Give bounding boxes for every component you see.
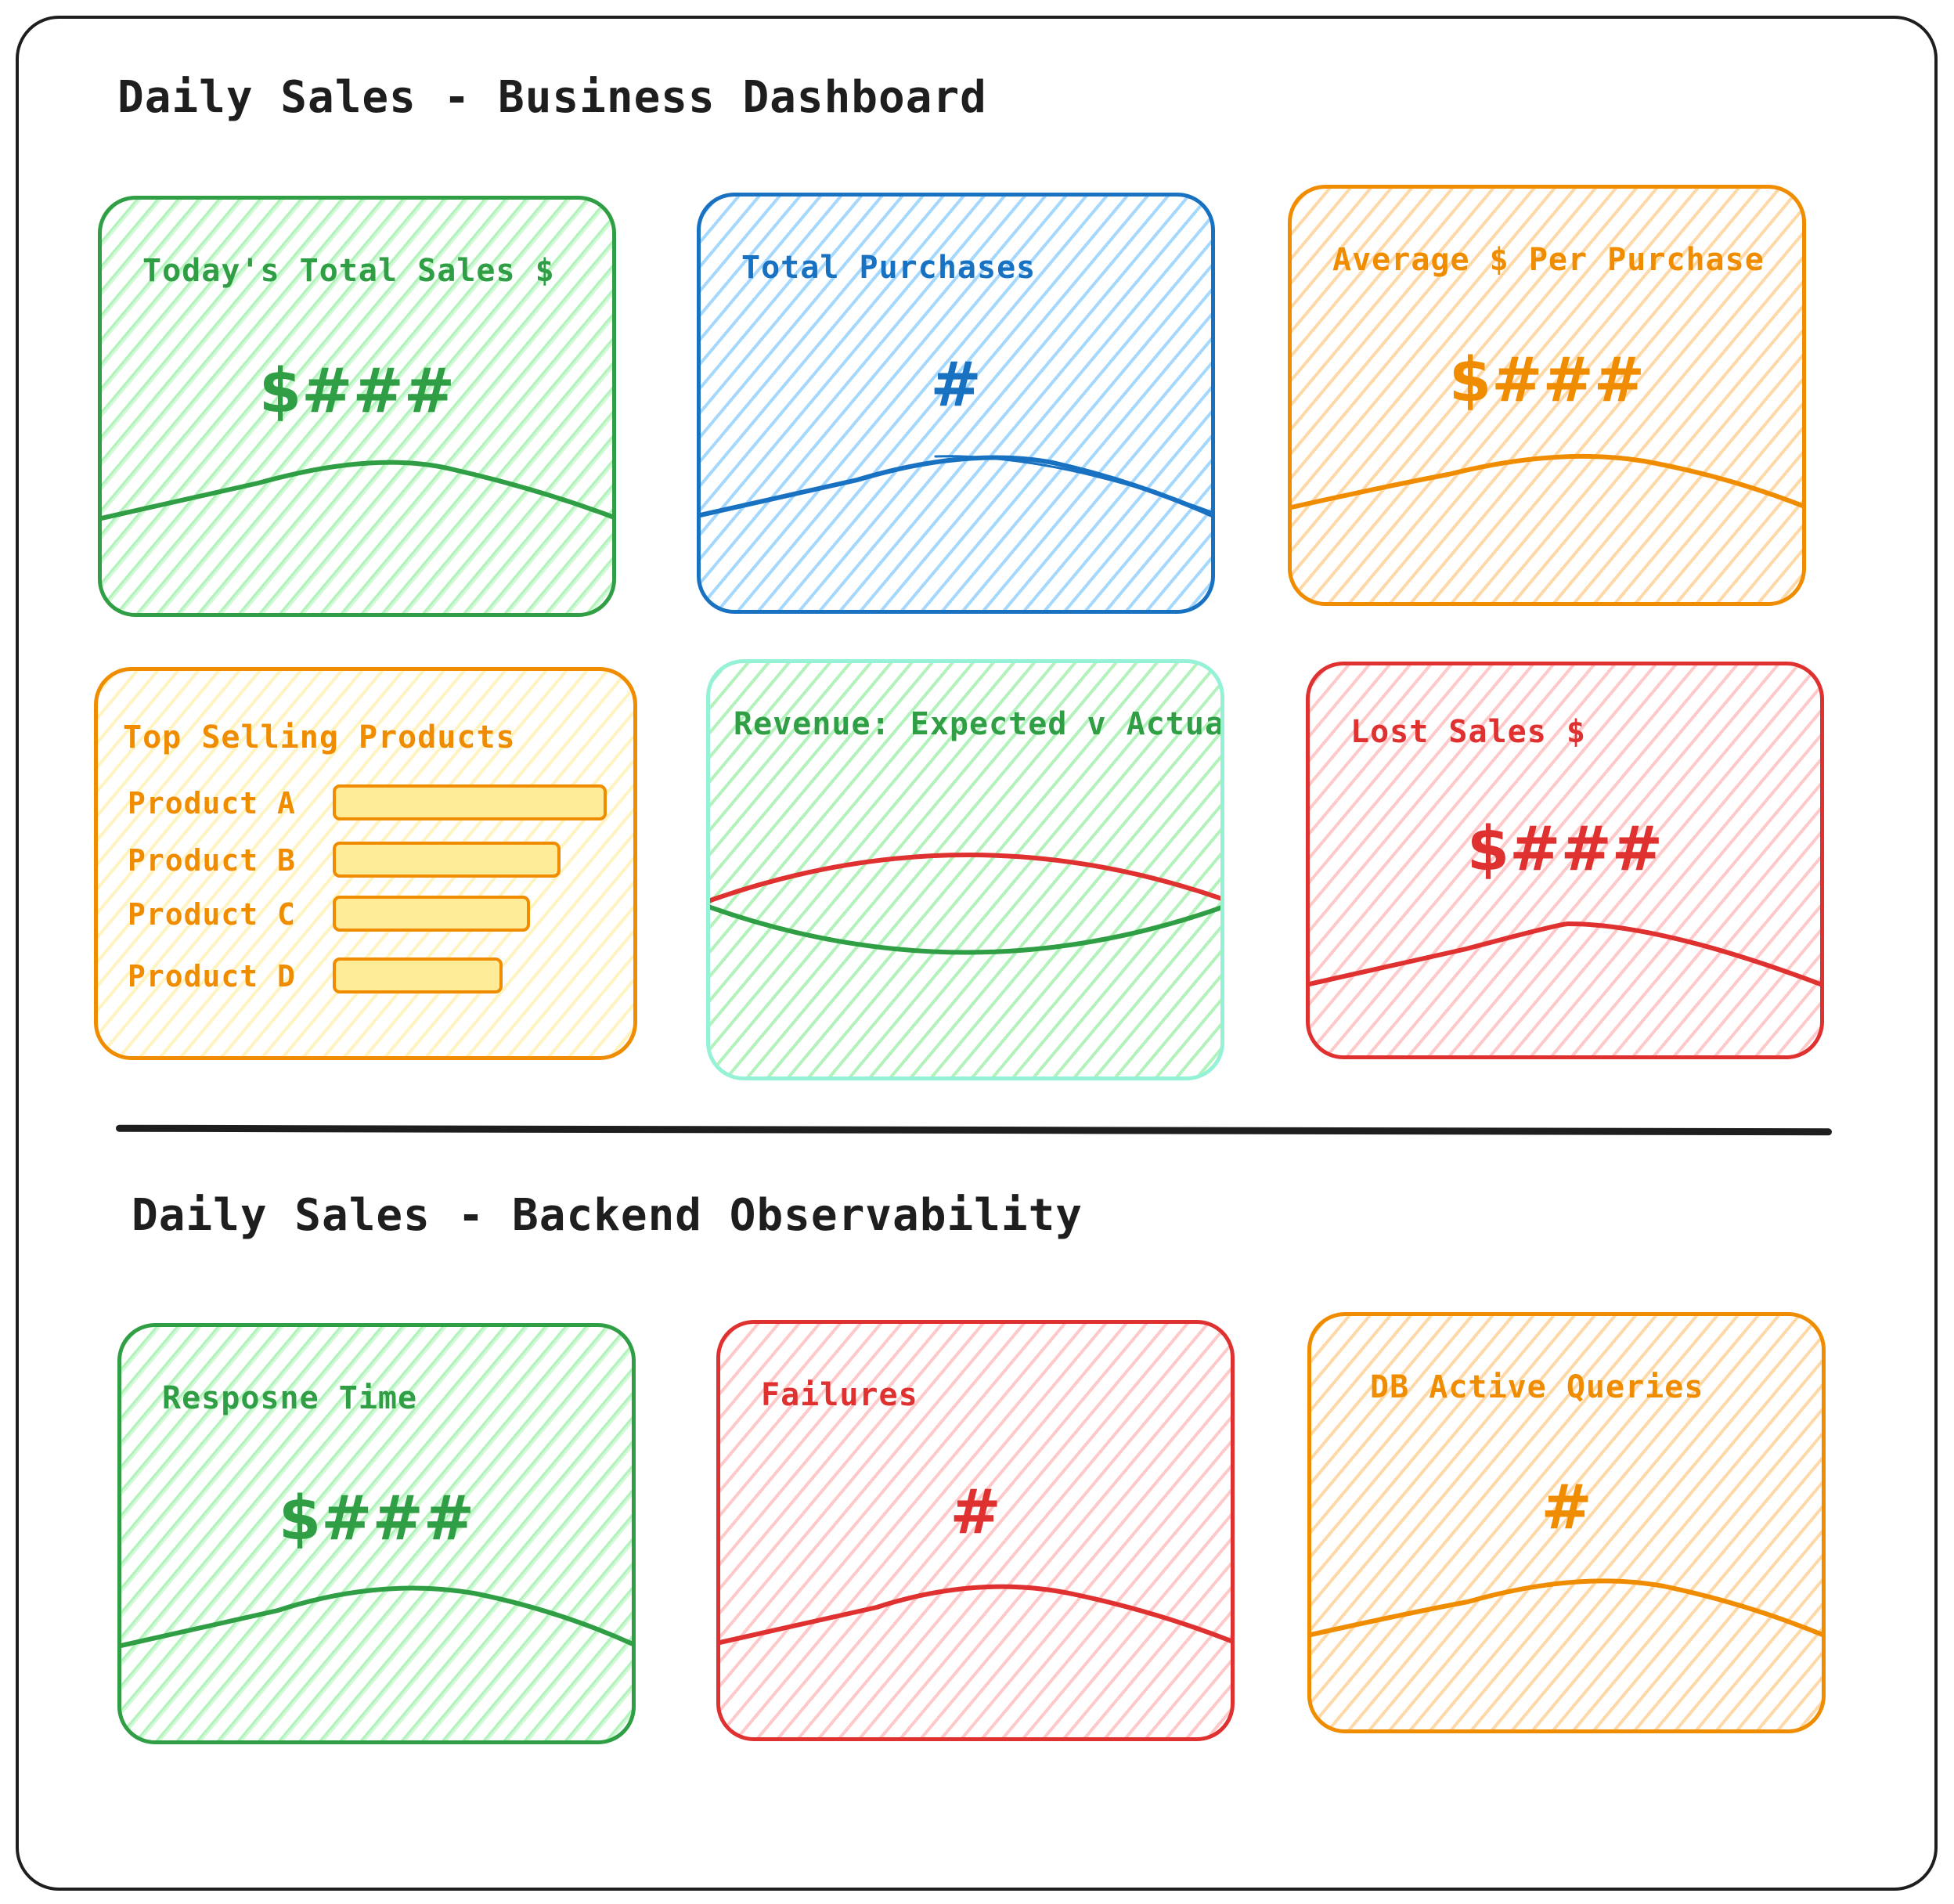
lost-sales-value: $### xyxy=(1466,814,1664,885)
response-time-sparkline xyxy=(121,1585,632,1648)
revenue-chart xyxy=(710,853,1220,955)
revenue-expected-line xyxy=(710,853,1220,903)
avg-per-purchase-label: Average $ Per Purchase xyxy=(1332,242,1765,278)
business-section-title: Daily Sales - Business Dashboard xyxy=(117,72,987,123)
db-queries-label: DB Active Queries xyxy=(1370,1369,1704,1405)
avg-per-purchase-card[interactable]: Average $ Per Purchase $### xyxy=(1288,185,1806,606)
product-row: Product D xyxy=(98,957,633,1004)
response-time-value: $### xyxy=(278,1484,475,1554)
product-label: Product A xyxy=(128,786,296,820)
total-purchases-sparkline xyxy=(701,455,1211,517)
total-sales-card[interactable]: Today's Total Sales $ $### xyxy=(98,196,616,617)
total-purchases-label: Total Purchases xyxy=(741,250,1036,286)
revenue-label: Revenue: Expected v Actual xyxy=(734,706,1224,742)
product-bar xyxy=(333,896,530,932)
db-queries-card[interactable]: DB Active Queries # xyxy=(1307,1312,1826,1733)
failures-sparkline xyxy=(720,1584,1231,1645)
product-row: Product B xyxy=(98,842,633,889)
response-time-card[interactable]: Resposne Time $### xyxy=(117,1323,636,1744)
total-sales-value: $### xyxy=(258,356,456,427)
avg-per-purchase-sparkline xyxy=(1292,453,1802,510)
lost-sales-label: Lost Sales $ xyxy=(1350,714,1586,750)
product-label: Product C xyxy=(128,897,296,932)
revenue-card[interactable]: Revenue: Expected v Actual xyxy=(706,659,1224,1080)
lost-sales-sparkline xyxy=(1310,921,1820,987)
revenue-actual-line xyxy=(710,904,1220,955)
failures-label: Failures xyxy=(761,1377,918,1413)
dashboard-frame xyxy=(16,16,1938,1891)
product-label: Product D xyxy=(128,959,296,993)
lost-sales-card[interactable]: Lost Sales $ $### xyxy=(1306,662,1824,1059)
product-row: Product C xyxy=(98,896,633,943)
db-queries-value: # xyxy=(1541,1473,1592,1543)
product-bar xyxy=(333,784,607,820)
product-bar xyxy=(333,842,561,878)
total-sales-sparkline xyxy=(102,460,612,521)
response-time-label: Resposne Time xyxy=(162,1380,418,1416)
product-row: Product A xyxy=(98,784,633,831)
top-products-card[interactable]: Top Selling Products Product A Product B P… xyxy=(94,667,637,1060)
failures-value: # xyxy=(950,1477,1001,1548)
total-purchases-card[interactable]: Total Purchases # xyxy=(697,193,1215,614)
total-purchases-value: # xyxy=(930,350,982,420)
db-queries-sparkline xyxy=(1311,1578,1822,1637)
avg-per-purchase-value: $### xyxy=(1448,345,1646,416)
failures-card[interactable]: Failures # xyxy=(716,1320,1235,1741)
top-products-label: Top Selling Products xyxy=(123,719,516,755)
product-bar xyxy=(333,957,503,993)
backend-section-title: Daily Sales - Backend Observability xyxy=(132,1190,1083,1241)
total-sales-label: Today's Total Sales $ xyxy=(142,253,555,289)
product-label: Product B xyxy=(128,843,296,878)
